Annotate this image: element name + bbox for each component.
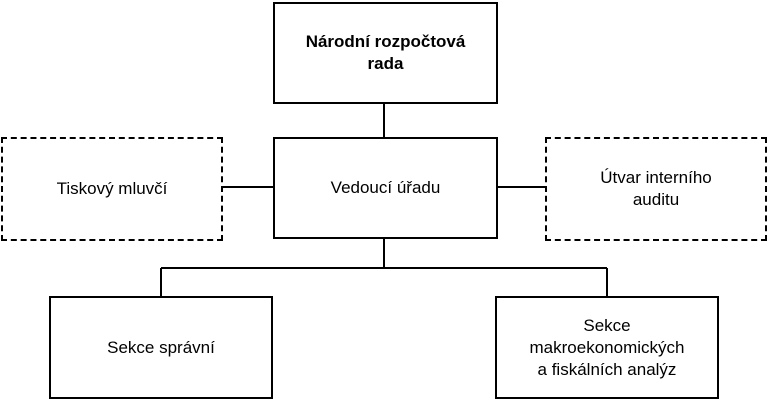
node-admin-label: Sekce správní	[107, 337, 215, 357]
node-spokesperson: Tiskový mluvčí	[1, 137, 223, 241]
node-board: Národní rozpočtová rada	[273, 2, 498, 104]
node-audit-label: Útvar interního auditu	[600, 168, 712, 209]
node-admin: Sekce správní	[49, 296, 273, 399]
node-audit: Útvar interního auditu	[545, 137, 767, 241]
node-analysis-label: Sekce makroekonomických a fiskálních ana…	[529, 315, 685, 379]
node-head-label: Vedoucí úřadu	[330, 178, 441, 197]
node-head: Vedoucí úřadu	[273, 137, 498, 239]
node-spokesperson-label: Tiskový mluvčí	[56, 179, 168, 198]
node-analysis: Sekce makroekonomických a fiskálních ana…	[495, 296, 719, 399]
node-board-label: Národní rozpočtová rada	[305, 32, 466, 73]
